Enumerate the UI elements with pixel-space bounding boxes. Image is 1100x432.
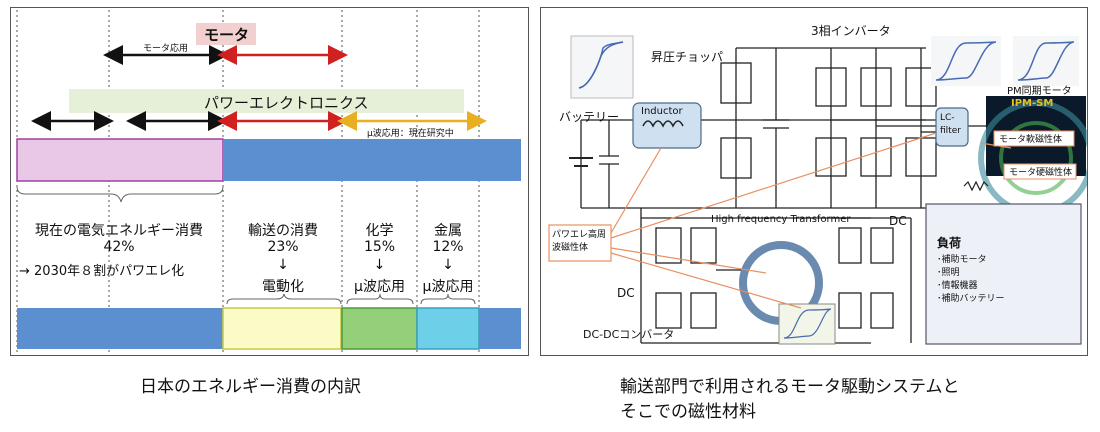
lc-filter-label: LC-filter (940, 113, 961, 136)
dc-label-left: DC (617, 286, 635, 300)
pm-motor-label: PM同期モータ (1007, 86, 1072, 97)
bottom-bar-metal (416, 307, 480, 350)
metal-title: 金属 (434, 223, 462, 239)
power-electronics-label: パワーエレクトロニクス (204, 94, 369, 112)
bh-graph-1 (570, 35, 634, 99)
powerele-mag-label: パワエレ高周波磁性体 (552, 230, 607, 253)
motor-drive-system-panel: 3相インバータ 昇圧チョッパ バッテリー Inductor LC-filter … (540, 7, 1088, 356)
power-electronics-band (69, 89, 464, 113)
chopper-label: 昇圧チョッパ (651, 50, 724, 64)
energy-breakdown-graphics (16, 10, 521, 353)
lc-filter-box (935, 107, 969, 147)
metal-arrow: ↓ (442, 257, 454, 273)
battery-label: バッテリー (559, 110, 620, 124)
inductor-label: Inductor (641, 106, 683, 117)
energy-breakdown-panel: モータ モータ応用 パワーエレクトロニクス μ波応用：現在研究中 現在の電気エネ… (10, 7, 529, 356)
transport-pct: 23% (267, 239, 299, 255)
inverter-label: 3相インバータ (811, 24, 891, 38)
inductor-box (632, 102, 702, 149)
load-box (925, 203, 1082, 345)
bottom-bar-other (17, 308, 223, 349)
circuit-diagram (548, 35, 1087, 345)
motor-core-label: モータ軟磁性体 (999, 135, 1063, 145)
load-item-1: ･補助モータ (937, 255, 987, 265)
transport-brace (226, 293, 342, 305)
motor-hard-label: モータ硬磁性体 (1009, 168, 1073, 178)
right-caption-line1: 輸送部門で利用されるモータ駆動システムと (620, 377, 960, 397)
ipm-label: IPM-SM (1011, 98, 1054, 109)
transport-title: 輸送の消費 (248, 223, 318, 239)
top-bar-current (16, 138, 224, 182)
dc-label-right: DC (889, 214, 907, 228)
current-consumption-title: 現在の電気エネルギー消費 (35, 223, 203, 239)
dcdc-label: DC-DCコンバータ (583, 328, 675, 341)
right-caption-line2: そこでの磁性材料 (620, 402, 756, 422)
current-consumption-pct: 42% (103, 239, 135, 255)
microwave-label: μ波応用：現在研究中 (367, 129, 454, 139)
callout-lines (610, 132, 1012, 309)
chem-title: 化学 (365, 223, 394, 239)
metal-pct: 12% (432, 239, 464, 255)
bottom-bar-end (479, 308, 521, 349)
transport-result: 電動化 (262, 279, 304, 295)
load-title: 負荷 (937, 236, 962, 250)
bottom-bar-transport (222, 307, 342, 350)
chem-pct: 15% (363, 239, 396, 255)
hf-transformer-label: High frequency Transformer (711, 214, 851, 225)
bottom-bar-chem (341, 307, 418, 350)
motor-label-box (196, 23, 256, 45)
top-bar-rest (223, 139, 521, 181)
chem-result: μ波応用 (354, 279, 405, 295)
load-item-2: ･照明 (937, 268, 960, 278)
transport-arrow: ↓ (277, 257, 289, 273)
metal-result: μ波応用 (422, 279, 474, 295)
chem-brace (346, 293, 414, 305)
motor-hard-box (1003, 163, 1077, 180)
motor-label: モータ (204, 26, 250, 44)
metal-brace (420, 293, 476, 305)
left-caption: 日本のエネルギー消費の内訳 (140, 377, 361, 397)
load-item-3: ･情報機器 (937, 281, 978, 291)
current-consumption-note: → 2030年８割がパワエレ化 (19, 264, 185, 279)
current-brace (16, 185, 224, 203)
motor-core-box (993, 130, 1075, 147)
motor-app-label: モータ応用 (143, 44, 189, 54)
powerele-mag-box (548, 224, 612, 262)
load-item-4: ･補助バッテリー (937, 294, 1005, 304)
chem-arrow: ↓ (373, 257, 386, 273)
